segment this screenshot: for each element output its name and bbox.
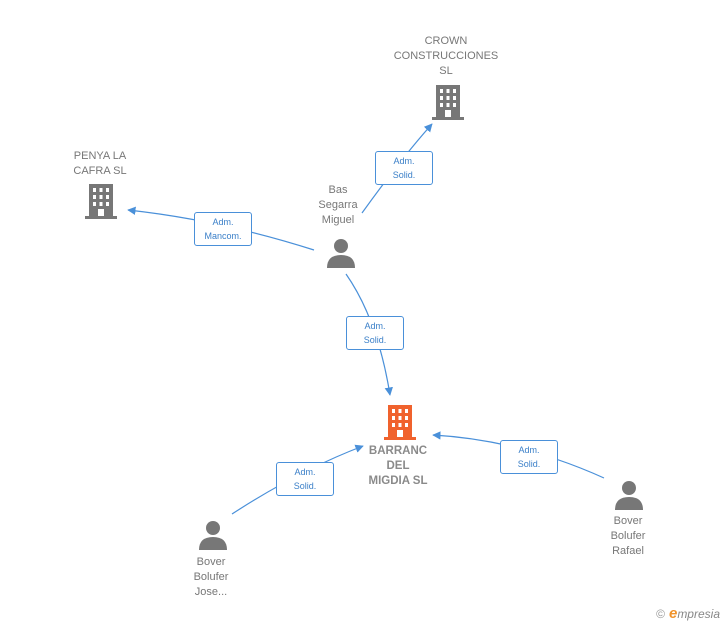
person-icon[interactable] bbox=[326, 238, 356, 268]
node-label-bover-jose[interactable]: Bover Bolufer Jose... bbox=[193, 556, 229, 598]
edge-label-bas-penya[interactable]: Adm. Mancom. bbox=[194, 212, 252, 246]
edge-label-bas-crown[interactable]: Adm. Solid. bbox=[375, 151, 433, 185]
edge-label-rafael-barranc[interactable]: Adm. Solid. bbox=[500, 440, 558, 474]
edge-role-line1: Adm. bbox=[212, 217, 234, 227]
node-label-bover-rafael[interactable]: Bover Bolufer Rafael bbox=[610, 515, 646, 557]
node-label-crown[interactable]: CROWN CONSTRUCCIONES SL bbox=[393, 35, 499, 77]
person-icon[interactable] bbox=[198, 520, 228, 550]
brand-name: mpresia bbox=[677, 607, 720, 621]
edge-role-line2: Solid. bbox=[363, 335, 387, 345]
brand-logo: © empresia bbox=[656, 605, 720, 622]
node-label-bas[interactable]: Bas Segarra Miguel bbox=[318, 184, 358, 226]
edge-label-bas-barranc[interactable]: Adm. Solid. bbox=[346, 316, 404, 350]
edge-role-line2: Mancom. bbox=[204, 231, 242, 241]
brand-initial: e bbox=[668, 605, 678, 622]
edge-role-line1: Adm. bbox=[294, 467, 316, 477]
edge-label-jose-barranc[interactable]: Adm. Solid. bbox=[276, 462, 334, 496]
node-label-barranc[interactable]: BARRANC DEL MIGDIA SL bbox=[368, 445, 428, 487]
edge-role-line1: Adm. bbox=[518, 445, 540, 455]
building-icon[interactable] bbox=[384, 404, 416, 440]
edge-role-line2: Solid. bbox=[392, 170, 416, 180]
building-icon[interactable] bbox=[432, 84, 464, 120]
edge-role-line2: Solid. bbox=[517, 459, 541, 469]
person-icon[interactable] bbox=[614, 480, 644, 510]
node-label-penya[interactable]: PENYA LA CAFRA SL bbox=[73, 150, 127, 177]
building-icon[interactable] bbox=[85, 183, 117, 219]
edge-role-line1: Adm. bbox=[364, 321, 386, 331]
copyright-icon: © bbox=[656, 606, 665, 621]
edge-role-line2: Solid. bbox=[293, 481, 317, 491]
edge-role-line1: Adm. bbox=[393, 156, 415, 166]
